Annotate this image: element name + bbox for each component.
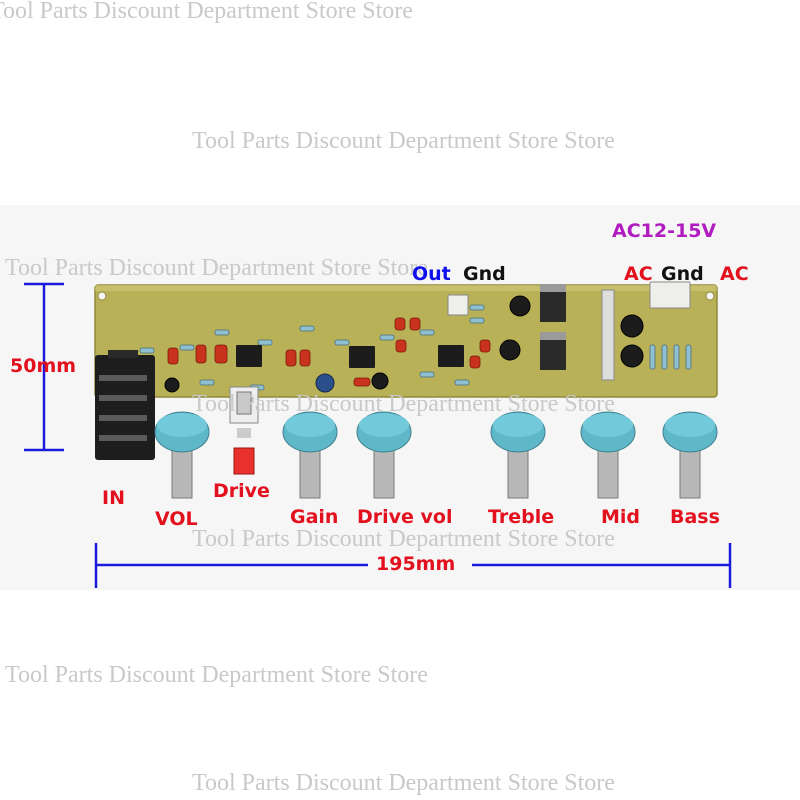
mounting-hole <box>97 291 107 301</box>
width-dimension-label: 195mm <box>376 553 456 575</box>
out-label: Out <box>412 263 451 285</box>
drive-switch <box>229 386 259 475</box>
pcb-board <box>94 284 718 398</box>
watermark-text: Tool Parts Discount Department Store Sto… <box>192 128 615 154</box>
height-dimension-label: 50mm <box>10 355 77 377</box>
mid-label: Mid <box>601 506 641 528</box>
ic-chips <box>236 345 464 368</box>
out-gnd-label: Gnd <box>463 263 506 285</box>
voltage-regulators <box>540 284 566 370</box>
dimension-lines <box>24 282 732 588</box>
watermark-text: Tool Parts Discount Department Store Sto… <box>192 770 615 796</box>
input-jack <box>95 350 155 460</box>
watermark-text: Tool Parts Discount Department Store Sto… <box>192 391 615 417</box>
film-capacitors <box>167 317 491 387</box>
in-label: IN <box>102 487 125 509</box>
drive-switch-label: Drive <box>213 480 270 502</box>
ac-right-label: AC <box>720 263 749 285</box>
treble-label: Treble <box>488 506 555 528</box>
vol-label: VOL <box>155 508 198 530</box>
potentiometers <box>154 411 718 499</box>
watermark-text: Tool Parts Discount Department Store Sto… <box>5 662 428 688</box>
watermark-text: Tool Parts Discount Department Store Sto… <box>192 526 615 552</box>
watermark-text: Tool Parts Discount Department Store Sto… <box>5 255 428 281</box>
electrolytic-capacitors <box>164 295 644 393</box>
mounting-hole <box>705 291 715 301</box>
drive-vol-label: Drive vol <box>357 506 453 528</box>
watermark-text: Tool Parts Discount Department Store Sto… <box>0 0 413 24</box>
resistors <box>139 304 692 391</box>
connectors <box>447 281 691 381</box>
ac-left-label: AC <box>624 263 653 285</box>
bass-label: Bass <box>670 506 720 528</box>
gain-label: Gain <box>290 506 339 528</box>
ac-gnd-label: Gnd <box>661 263 704 285</box>
power-spec-label: AC12-15V <box>612 220 717 242</box>
